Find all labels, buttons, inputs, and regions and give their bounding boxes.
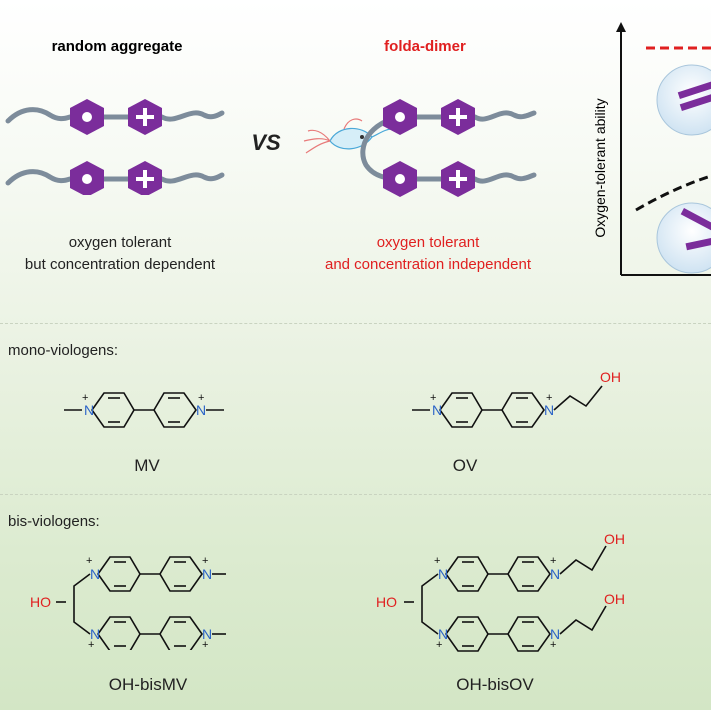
folda-dimer-description: oxygen tolerant and concentration indepe… xyxy=(324,234,531,273)
svg-text:N: N xyxy=(90,626,100,642)
svg-text:+: + xyxy=(436,639,442,651)
vs-label: VS xyxy=(251,130,281,155)
aggregate-trend xyxy=(635,174,711,212)
mono-viologens-label: mono-viologens: xyxy=(8,342,119,359)
divider-bottom xyxy=(0,494,711,495)
svg-text:N: N xyxy=(438,566,448,582)
svg-text:N: N xyxy=(550,566,560,582)
divider-top xyxy=(0,323,711,324)
folda-dimer-diagram xyxy=(303,99,537,197)
svg-text:HO: HO xyxy=(376,594,397,610)
oh-bismv-label: OH-bisMV xyxy=(108,675,188,694)
oh-bisov-structure: HO N + N + N + N + OH OH xyxy=(376,531,625,652)
svg-text:+: + xyxy=(86,555,92,567)
svg-text:+: + xyxy=(202,639,208,650)
svg-text:N: N xyxy=(202,566,212,582)
bis-viologens-label: bis-viologens: xyxy=(8,513,100,530)
svg-text:N: N xyxy=(544,402,554,418)
graph-y-axis-label: Oxygen-tolerant ability xyxy=(592,98,608,238)
svg-text:+: + xyxy=(88,639,94,650)
svg-text:+: + xyxy=(198,392,204,404)
svg-text:+: + xyxy=(550,639,556,651)
svg-text:OH: OH xyxy=(600,369,621,385)
svg-text:+: + xyxy=(550,555,556,567)
svg-text:N: N xyxy=(432,402,442,418)
svg-text:+: + xyxy=(82,392,88,404)
svg-text:+: + xyxy=(434,555,440,567)
svg-text:OH: OH xyxy=(604,531,625,547)
random-aggregate-title: random aggregate xyxy=(51,38,183,55)
ov-structure: N + N + OH xyxy=(412,369,621,428)
folda-dimer-bubble xyxy=(656,64,711,136)
svg-text:N: N xyxy=(550,626,560,642)
mv-label: MV xyxy=(134,456,160,475)
random-aggregate-diagram xyxy=(5,99,225,195)
oh-bismv-structure: HO N + N + N + N + xyxy=(30,555,226,650)
svg-text:+: + xyxy=(546,392,552,404)
svg-text:N: N xyxy=(438,626,448,642)
oxygen-tolerance-graph xyxy=(616,22,711,276)
svg-text:HO: HO xyxy=(30,594,51,610)
svg-text:+: + xyxy=(202,555,208,567)
ov-label: OV xyxy=(452,456,478,475)
mv-structure: N + N + xyxy=(64,392,224,428)
svg-text:OH: OH xyxy=(604,591,625,607)
svg-text:N: N xyxy=(196,402,206,418)
svg-text:N: N xyxy=(84,402,94,418)
random-aggregate-description: oxygen tolerant but concentration depend… xyxy=(24,234,216,273)
fish-icon xyxy=(303,118,393,154)
svg-text:N: N xyxy=(202,626,212,642)
oh-bisov-label: OH-bisOV xyxy=(456,675,534,694)
folda-dimer-title: folda-dimer xyxy=(384,38,466,55)
svg-text:+: + xyxy=(430,392,436,404)
svg-text:N: N xyxy=(90,566,100,582)
